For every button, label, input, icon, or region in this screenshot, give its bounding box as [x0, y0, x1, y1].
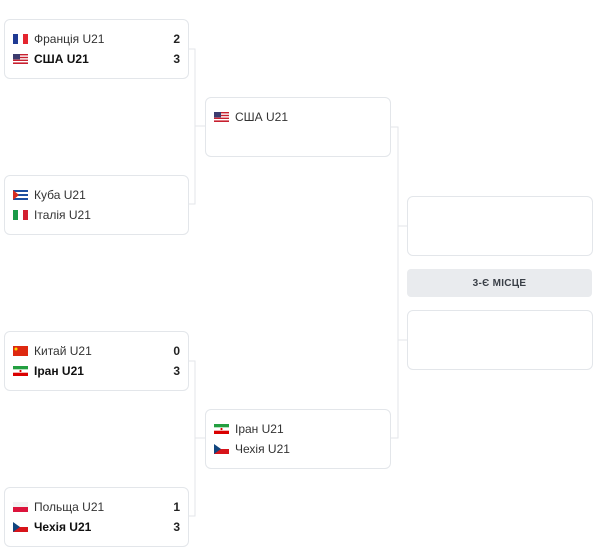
- third-place-match-card[interactable]: [407, 310, 593, 370]
- team-name: США U21: [235, 110, 289, 124]
- team-row: Чехія U21 3: [13, 518, 180, 536]
- team-name: Франція U21: [34, 32, 105, 46]
- team-row: Польща U21 1: [13, 498, 180, 516]
- team-name: Китай U21: [34, 344, 92, 358]
- team-row: США U21: [214, 108, 382, 126]
- czech-flag-icon: [13, 522, 28, 532]
- match-card-r1-2[interactable]: Куба U21 Італія U21: [4, 175, 189, 235]
- third-place-button[interactable]: 3-Є МІСЦЕ: [407, 269, 592, 297]
- team-name: Куба U21: [34, 188, 86, 202]
- team-row: США U21 3: [13, 50, 180, 68]
- match-card-r1-1[interactable]: Франція U21 2 США U21 3: [4, 19, 189, 79]
- team-name: Іран U21: [235, 422, 284, 436]
- team-name: Італія U21: [34, 208, 91, 222]
- final-match-card[interactable]: [407, 196, 593, 256]
- match-card-r2-1[interactable]: США U21: [205, 97, 391, 157]
- team-name: Польща U21: [34, 500, 105, 514]
- match-card-r1-3[interactable]: Китай U21 0 Іран U21 3: [4, 331, 189, 391]
- team-row: Іран U21: [214, 420, 382, 438]
- iran-flag-icon: [214, 424, 229, 434]
- france-flag-icon: [13, 34, 28, 44]
- poland-flag-icon: [13, 502, 28, 512]
- team-score: 2: [173, 32, 180, 46]
- china-flag-icon: [13, 346, 28, 356]
- team-score: 3: [173, 52, 180, 66]
- usa-flag-icon: [214, 112, 229, 122]
- team-row: Італія U21: [13, 206, 180, 224]
- match-card-r1-4[interactable]: Польща U21 1 Чехія U21 3: [4, 487, 189, 547]
- team-name: Чехія U21: [235, 442, 290, 456]
- team-row: Іран U21 3: [13, 362, 180, 380]
- team-row: Куба U21: [13, 186, 180, 204]
- match-card-r2-2[interactable]: Іран U21 Чехія U21: [205, 409, 391, 469]
- cuba-flag-icon: [13, 190, 28, 200]
- team-name: Чехія U21: [34, 520, 92, 534]
- team-row: Китай U21 0: [13, 342, 180, 360]
- team-score: 3: [173, 520, 180, 534]
- team-row: Франція U21 2: [13, 30, 180, 48]
- italy-flag-icon: [13, 210, 28, 220]
- team-score: 3: [173, 364, 180, 378]
- czech-flag-icon: [214, 444, 229, 454]
- team-row: Чехія U21: [214, 440, 382, 458]
- team-score: 0: [173, 344, 180, 358]
- team-score: 1: [173, 500, 180, 514]
- team-name: Іран U21: [34, 364, 84, 378]
- usa-flag-icon: [13, 54, 28, 64]
- iran-flag-icon: [13, 366, 28, 376]
- team-name: США U21: [34, 52, 89, 66]
